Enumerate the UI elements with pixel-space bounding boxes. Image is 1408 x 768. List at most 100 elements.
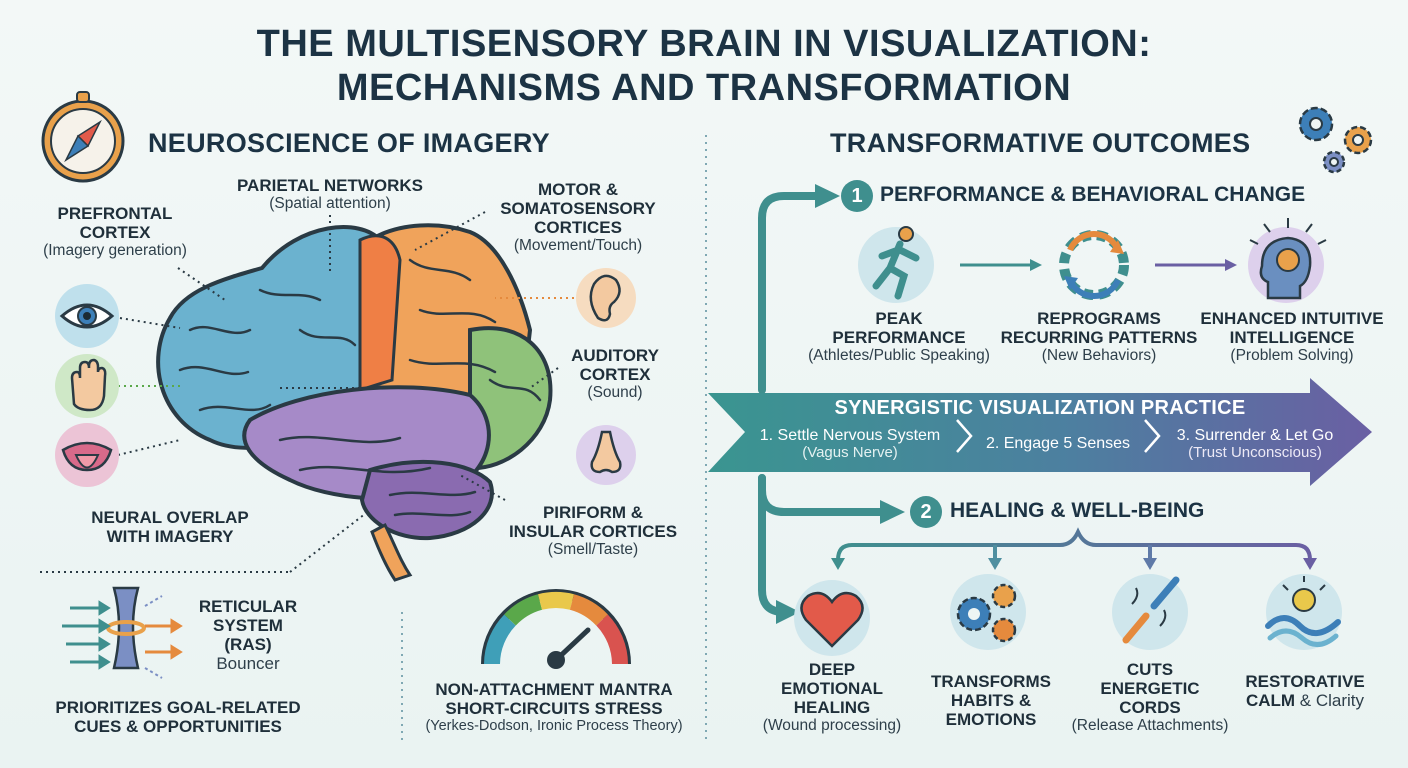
mantra-line2: SHORT-CIRCUITS STRESS [445, 699, 663, 719]
mantra-note: (Yerkes-Dodson, Ironic Process Theory) [425, 718, 683, 735]
piriform-note: (Smell/Taste) [547, 541, 639, 559]
deep-line2: EMOTIONAL [781, 679, 883, 699]
practice-arrow [708, 378, 1372, 486]
habits-line3: EMOTIONS [945, 710, 1037, 730]
heart-icon [794, 580, 870, 656]
piriform-name-line1: PIRIFORM & [542, 503, 644, 522]
step2-text: 2. Engage 5 Senses [985, 435, 1131, 452]
nose-icon [576, 425, 636, 485]
reprograms-note: (New Behaviors) [1041, 347, 1157, 365]
overlap-line2: WITH IMAGERY [106, 527, 234, 547]
gears-icon [1298, 106, 1373, 174]
cycle-gear-icon [1059, 230, 1129, 300]
ras-line1: RETICULAR [198, 597, 298, 616]
deep-note: (Wound processing) [762, 717, 902, 735]
prefrontal-label: PREFRONTAL CORTEX (Imagery generation) [30, 204, 200, 259]
reprograms-line1: REPROGRAMS [1037, 309, 1161, 328]
habits-line2: HABITS & [950, 691, 1032, 711]
ras-note: Bouncer [216, 654, 280, 674]
calm-line2: CALM & Clarity [1230, 691, 1380, 711]
parietal-name: PARIETAL NETWORKS [236, 176, 424, 195]
auditory-name-line1: AUDITORY [571, 346, 659, 365]
peak-line1: PEAK [875, 309, 923, 328]
mantra-line1: NON-ATTACHMENT MANTRA [435, 680, 673, 699]
motor-name-line3: CORTICES [534, 218, 622, 238]
prioritizes-line1: PRIORITIZES GOAL-RELATED [55, 698, 301, 717]
prefrontal-name-line2: CORTEX [79, 223, 151, 243]
cords-label: CUTS ENERGETIC CORDS (Release Attachment… [1062, 660, 1238, 734]
piriform-label: PIRIFORM & INSULAR CORTICES (Smell/Taste… [488, 503, 698, 558]
ras-label: RETICULAR SYSTEM (RAS) Bouncer [188, 597, 308, 673]
deep-line1: DEEP [808, 660, 856, 679]
practice-step1: 1. Settle Nervous System (Vagus Nerve) [745, 427, 955, 462]
step3-note: (Trust Unconscious) [1188, 443, 1322, 461]
piriform-name-line2: INSULAR CORTICES [508, 522, 678, 542]
parietal-note: (Spatial attention) [269, 195, 391, 213]
deep-line3: HEALING [793, 698, 871, 718]
calm-label: RESTORATIVE CALM & Clarity [1230, 672, 1380, 711]
arrow-head-1 [815, 184, 840, 208]
step1-text: 1. Settle Nervous System [759, 427, 941, 444]
row1-arrows [960, 259, 1237, 271]
deep-healing-label: DEEP EMOTIONAL HEALING (Wound processing… [752, 660, 912, 734]
calm-word: CALM [1245, 691, 1296, 711]
habit-gears-icon [950, 574, 1026, 650]
section1-number: 1 [841, 180, 873, 212]
ras-line2: SYSTEM (RAS) [213, 616, 283, 655]
motor-name-line1: MOTOR & [538, 180, 618, 199]
peak-note: (Athletes/Public Speaking) [808, 347, 990, 365]
arrow-head-3 [776, 600, 800, 624]
prefrontal-note: (Imagery generation) [43, 242, 187, 260]
cords-note: (Release Attachments) [1071, 717, 1229, 735]
intuitive-line2: INTELLIGENCE [1229, 328, 1355, 348]
reprograms-line2: RECURRING PATTERNS [1000, 328, 1198, 348]
main-title-line2: MECHANISMS AND TRANSFORMATION [336, 67, 1072, 109]
head-intuition-icon [1248, 218, 1327, 303]
calm-clarity: & Clarity [1295, 691, 1365, 711]
cords-line1: CUTS [1126, 660, 1174, 679]
calm-line1: RESTORATIVE [1245, 672, 1365, 691]
auditory-label: AUDITORY CORTEX (Sound) [540, 346, 690, 401]
step1-note: (Vagus Nerve) [802, 443, 898, 461]
prioritizes-label: PRIORITIZES GOAL-RELATED CUES & OPPORTUN… [28, 698, 328, 736]
section2-number: 2 [910, 496, 942, 528]
overlap-line1: NEURAL OVERLAP [91, 508, 249, 527]
auditory-name-line2: CORTEX [579, 365, 651, 385]
intuitive-note: (Problem Solving) [1230, 347, 1354, 365]
left-heading: NEUROSCIENCE OF IMAGERY [148, 128, 550, 158]
right-heading: TRANSFORMATIVE OUTCOMES [830, 128, 1251, 158]
main-title: THE MULTISENSORY BRAIN IN VISUALIZATION:… [0, 22, 1408, 110]
cut-cord-icon [1112, 574, 1188, 650]
intuitive-line1: ENHANCED INTUITIVE [1200, 309, 1384, 328]
prioritizes-line2: CUES & OPPORTUNITIES [74, 717, 282, 737]
tongue-icon [55, 423, 119, 487]
motor-name-line2: SOMATOSENSORY [500, 199, 656, 219]
habits-line1: TRANSFORMS [931, 672, 1051, 691]
ear-icon [576, 268, 636, 328]
habits-label: TRANSFORMS HABITS & EMOTIONS [916, 672, 1066, 729]
step3-text: 3. Surrender & Let Go [1176, 427, 1334, 444]
arrow-head-2 [880, 500, 905, 524]
motor-note: (Movement/Touch) [513, 237, 643, 255]
ras-funnel-icon [62, 586, 183, 679]
section2-title: HEALING & WELL-BEING [950, 499, 1205, 522]
cords-line2: ENERGETIC [1100, 679, 1200, 699]
intuitive-label: ENHANCED INTUITIVE INTELLIGENCE (Problem… [1190, 309, 1394, 364]
healing-branches [836, 527, 1312, 561]
practice-step3: 3. Surrender & Let Go (Trust Unconscious… [1160, 427, 1350, 462]
section1-title: PERFORMANCE & BEHAVIORAL CHANGE [880, 183, 1306, 206]
runner-icon [858, 226, 934, 303]
leader-lines [117, 211, 580, 573]
auditory-note: (Sound) [587, 384, 643, 402]
neural-overlap-label: NEURAL OVERLAP WITH IMAGERY [70, 508, 270, 546]
step-chevrons [956, 419, 1161, 453]
wave-sun-icon [1265, 574, 1342, 650]
compass-icon [41, 91, 125, 183]
mantra-label: NON-ATTACHMENT MANTRA SHORT-CIRCUITS STR… [408, 680, 700, 734]
branch-arrowheads [831, 558, 1317, 570]
brain-illustration [156, 223, 553, 582]
cords-line3: CORDS [1119, 698, 1181, 718]
peak-line2: PERFORMANCE [832, 328, 966, 348]
